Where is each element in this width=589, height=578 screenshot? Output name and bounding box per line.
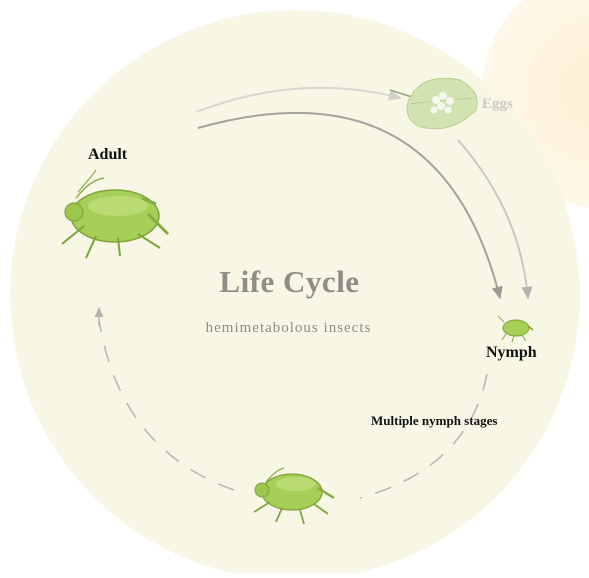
stage-label-multiple-nymph-stages: Multiple nymph stages	[371, 413, 497, 429]
stage-label-adult: Adult	[88, 146, 127, 164]
diagram-title: Life Cycle	[0, 264, 589, 300]
diagram-subtitle: hemimetabolous insects	[0, 320, 589, 337]
stage-label-eggs: Eggs	[482, 96, 513, 113]
stage-label-nymph: Nymph	[486, 344, 537, 362]
